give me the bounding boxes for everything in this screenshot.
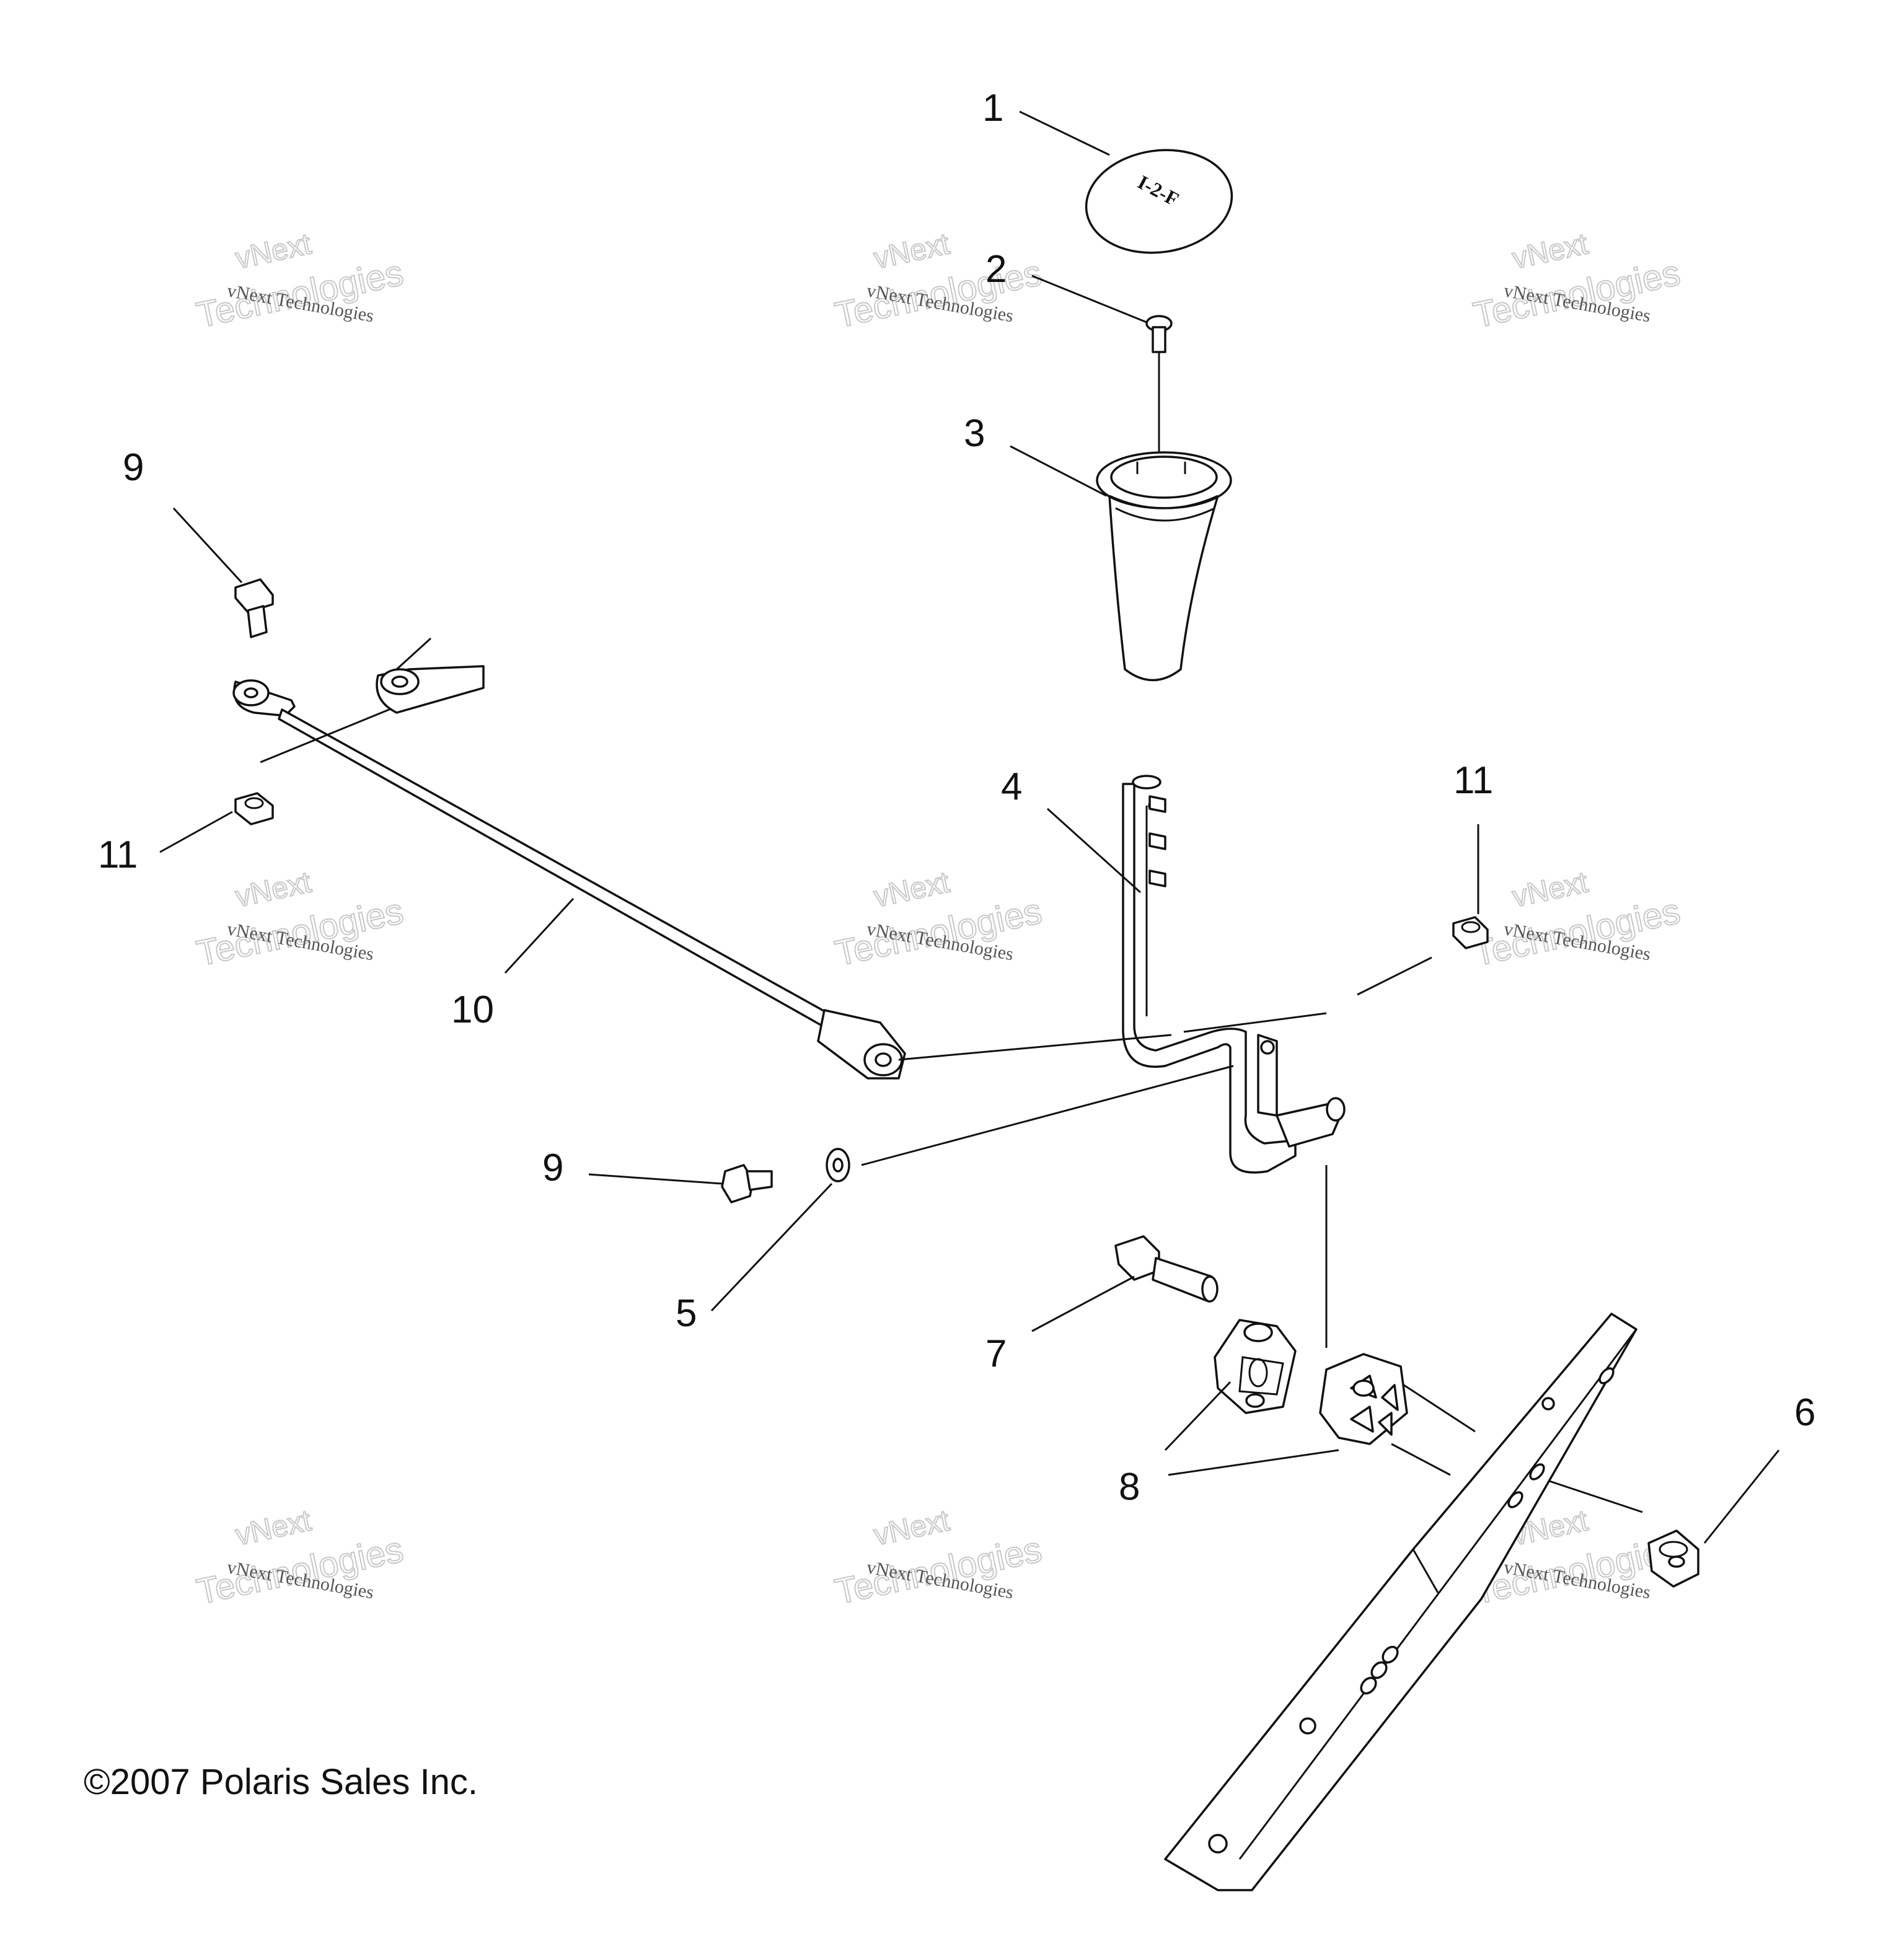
callout-2: 2 [985, 248, 1007, 291]
part-10-linkage-rod [232, 679, 1172, 1080]
part-5-washer [826, 1065, 1234, 1182]
watermark-vnext: vNext [1509, 866, 1590, 913]
callout-9-lower: 9 [542, 1146, 563, 1189]
part-7-bolt [1114, 1235, 1219, 1303]
watermark-vnext: vNext [1509, 227, 1590, 275]
watermark-vnext: vNext [232, 866, 314, 913]
copyright-text: ©2007 Polaris Sales Inc. [84, 1762, 478, 1802]
callout-9-upper: 9 [123, 446, 144, 489]
callout-4: 4 [1001, 765, 1022, 808]
watermark-vnext: vNext [871, 866, 952, 913]
callout-3: 3 [964, 412, 985, 455]
part-9-bolt-lower [721, 1164, 773, 1203]
watermark-vnext: vNext [232, 227, 314, 275]
part-11-nut-right [1183, 916, 1489, 1033]
part-4-shift-lever [1122, 775, 1346, 1174]
watermark-vnext: vNext [232, 1504, 314, 1552]
callout-5: 5 [676, 1292, 697, 1335]
mounting-bracket [376, 637, 485, 714]
part-9-bolt-upper [234, 578, 274, 638]
part-2-screw [1145, 315, 1173, 471]
callout-6: 6 [1794, 1391, 1815, 1434]
callout-10: 10 [451, 988, 494, 1031]
watermark-vnext: vNext [871, 1504, 952, 1552]
callout-8: 8 [1119, 1466, 1140, 1508]
callout-7: 7 [985, 1332, 1007, 1375]
part-11-nut-left [234, 792, 274, 825]
callout-1: 1 [982, 87, 1003, 130]
leader-lines [159, 110, 1780, 1544]
part-8-bushing-right [1319, 1165, 1476, 1476]
callout-11-left: 11 [98, 834, 138, 876]
part-6-nut [1512, 1467, 1699, 1588]
watermark-vnext: vNext [871, 227, 952, 275]
callout-labels: 1 2 3 4 5 6 7 8 9 9 10 11 11 [98, 87, 1815, 1508]
callout-11-right: 11 [1453, 759, 1493, 802]
frame-rail [1164, 1313, 1637, 1891]
part-1-knob-cap: I-2-F [1085, 149, 1233, 254]
part-8-bushing-left [1214, 1319, 1297, 1414]
part-3-shift-knob [1096, 451, 1232, 682]
